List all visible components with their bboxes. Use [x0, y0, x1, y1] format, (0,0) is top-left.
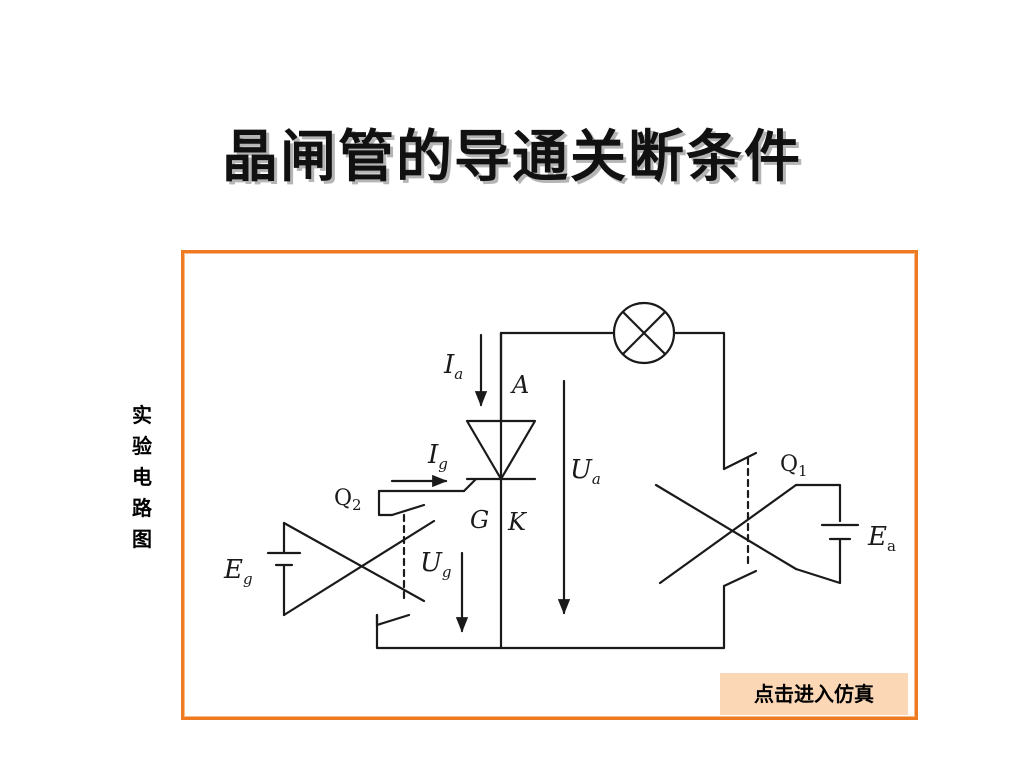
side-label-experiment-circuit: 实 验 电 路 图: [124, 400, 160, 555]
label-q2: Q2: [334, 486, 362, 514]
main-circuit-wires: [375, 331, 726, 650]
label-gate: G: [470, 506, 489, 534]
side-label-char: 图: [132, 527, 152, 551]
diagram-frame: Ia A Ig Ua G K Q1 Q2 Ea Eg Ug 点击进入仿真: [181, 250, 918, 720]
battery-eg-icon: [266, 551, 302, 585]
switch-q1: [654, 451, 842, 588]
lamp-icon: [612, 301, 676, 365]
label-cathode: K: [507, 508, 528, 536]
label-eg: Eg: [223, 555, 253, 588]
side-label-char: 验: [132, 434, 152, 458]
side-label-char: 路: [132, 496, 152, 520]
switch-q2: [282, 489, 436, 627]
side-label-char: 电: [132, 465, 152, 489]
direction-arrows: [390, 333, 571, 633]
label-anode: A: [510, 371, 529, 399]
thyristor-symbol: [377, 419, 537, 493]
label-ea: Ea: [867, 522, 896, 555]
slide-title: 晶闸管的导通关断条件: [222, 125, 802, 190]
side-label-char: 实: [132, 403, 152, 427]
label-ug: Ug: [420, 548, 452, 581]
label-ua: Ua: [570, 455, 601, 488]
label-ig: Ig: [427, 440, 448, 473]
thyristor-circuit-diagram: Ia A Ig Ua G K Q1 Q2 Ea Eg Ug: [223, 301, 896, 650]
circuit-labels: Ia A Ig Ua G K Q1 Q2 Ea Eg Ug: [223, 350, 896, 588]
label-q1: Q1: [780, 452, 808, 480]
label-ia: Ia: [443, 350, 463, 383]
enter-simulation-button[interactable]: 点击进入仿真: [720, 673, 908, 715]
battery-ea-icon: [820, 523, 860, 553]
